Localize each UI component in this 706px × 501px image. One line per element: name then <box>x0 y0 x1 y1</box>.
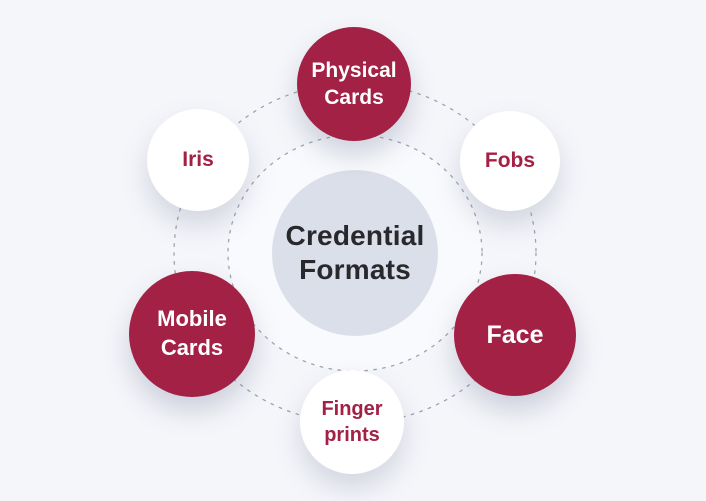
node-finger-prints-label-line1: Finger <box>321 398 383 420</box>
node-fobs-label: Fobs <box>484 149 536 173</box>
node-physical-cards: Physical Cards <box>297 27 411 141</box>
node-iris-label: Iris <box>182 148 214 172</box>
node-fobs: Fobs <box>460 111 560 211</box>
node-physical-cards-label-line2: Cards <box>324 86 384 109</box>
center-label-line2: Formats <box>299 254 411 285</box>
outer-dashed-ring <box>173 82 537 424</box>
center-label-line1: Credential <box>285 219 425 251</box>
center-node-credential-formats: Credential Formats <box>272 170 438 336</box>
node-physical-cards-label-line1: Physical <box>311 58 397 82</box>
node-mobile-cards-label-line1: Mobile <box>157 306 227 332</box>
node-mobile-cards-label-line2: Cards <box>160 335 224 360</box>
node-face-label: Face <box>486 320 544 349</box>
node-face: Face <box>454 274 576 396</box>
node-mobile-cards: Mobile Cards <box>129 271 255 397</box>
node-finger-prints-label-line2: prints <box>324 424 380 446</box>
node-iris: Iris <box>147 109 249 211</box>
node-finger-prints: Finger prints <box>300 370 404 474</box>
